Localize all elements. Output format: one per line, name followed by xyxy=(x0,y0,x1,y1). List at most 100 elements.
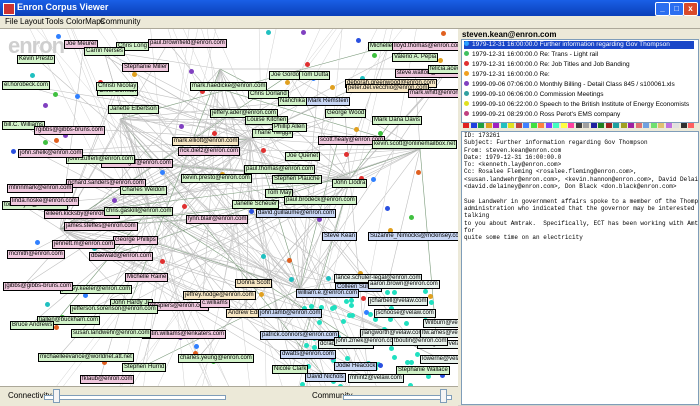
graph-node-dot[interactable] xyxy=(316,319,322,325)
graph-node[interactable]: Stephen Plauche xyxy=(272,175,322,184)
graph-node-dot[interactable] xyxy=(258,292,264,298)
palette-swatch[interactable] xyxy=(463,123,469,128)
email-list-item[interactable]: 1999-09-10 06:22:00.0 Speech to the Brit… xyxy=(464,101,694,109)
graph-node[interactable]: Chris Dorland xyxy=(248,90,289,99)
graph-node-dot[interactable] xyxy=(409,214,415,220)
graph-node[interactable]: peter.del.vecchio@enron.com xyxy=(346,84,430,93)
graph-node[interactable]: justin.williams@lenkaters.com xyxy=(142,330,227,339)
palette-swatch[interactable] xyxy=(538,123,544,128)
graph-node[interactable]: jschoose@velaw.com xyxy=(374,309,436,318)
palette-swatch[interactable] xyxy=(620,123,627,128)
graph-node-dot[interactable] xyxy=(52,91,58,97)
graph-node-dot[interactable] xyxy=(75,94,81,100)
graph-node-dot[interactable] xyxy=(388,228,394,234)
graph-node-dot[interactable] xyxy=(53,324,59,330)
graph-node-dot[interactable] xyxy=(160,170,166,176)
palette-swatch[interactable] xyxy=(613,123,619,128)
graph-node-dot[interactable] xyxy=(378,362,384,368)
graph-node-dot[interactable] xyxy=(425,373,431,379)
graph-node-dot[interactable] xyxy=(356,37,362,43)
graph-node-dot[interactable] xyxy=(367,311,373,317)
graph-node[interactable]: chris.gaskill@enron.com xyxy=(104,207,174,216)
graph-node[interactable]: tjallen@buckham.com xyxy=(37,316,101,325)
graph-node-dot[interactable] xyxy=(35,240,41,246)
graph-node[interactable]: Steve Kean xyxy=(322,232,358,241)
palette-swatch[interactable] xyxy=(605,123,612,128)
graph-node[interactable]: rick.dietz@enron.com xyxy=(178,147,241,156)
graph-node[interactable]: dwatts@enron.com xyxy=(280,350,336,359)
graph-node-dot[interactable] xyxy=(346,312,352,318)
palette-swatch[interactable] xyxy=(635,123,642,128)
graph-node-dot[interactable] xyxy=(44,301,50,307)
graph-node-dot[interactable] xyxy=(338,383,344,386)
email-list-item[interactable]: 1979-12-31 16:00:00.0 Re: xyxy=(464,71,694,79)
graph-node-dot[interactable] xyxy=(309,304,315,310)
palette-swatch[interactable] xyxy=(470,123,477,128)
graph-node-dot[interactable] xyxy=(349,297,355,303)
graph-node-dot[interactable] xyxy=(329,85,335,91)
graph-node-dot[interactable] xyxy=(353,126,359,132)
graph-node-dot[interactable] xyxy=(350,312,356,318)
menu-community[interactable]: Community xyxy=(100,17,141,26)
graph-node-dot[interactable] xyxy=(159,259,165,265)
graph-node-dot[interactable] xyxy=(211,131,217,137)
graph-node[interactable]: Jodie Heacock xyxy=(334,362,378,371)
connectivity-slider[interactable] xyxy=(52,389,60,403)
graph-node[interactable]: mark.whitt@enron.com xyxy=(408,89,458,98)
graph-node-dot[interactable] xyxy=(301,30,307,36)
graph-node-dot[interactable] xyxy=(53,137,59,143)
email-list-item[interactable]: 1979-12-31 16:00:00.0 Further informatio… xyxy=(464,41,694,49)
graph-node[interactable]: Valerio A. Pepia xyxy=(392,53,439,62)
palette-swatch[interactable] xyxy=(500,123,507,128)
email-list-item[interactable]: 1999-09-21 08:29:00.0 Ross Perot's EMS c… xyxy=(464,111,694,119)
graph-node-dot[interactable] xyxy=(181,204,187,210)
palette-swatch[interactable] xyxy=(583,123,589,128)
graph-node[interactable]: c.williams xyxy=(200,299,230,308)
graph-node[interactable]: Stephanie Wallace xyxy=(396,366,450,375)
graph-node[interactable]: william.e.@enron.com xyxy=(296,289,360,298)
graph-node-dot[interactable] xyxy=(131,72,137,78)
menu-colormaps[interactable]: ColorMaps xyxy=(66,17,105,26)
palette-swatch[interactable] xyxy=(560,123,567,128)
graph-node[interactable]: Mark Remstein xyxy=(306,97,351,106)
palette-swatch[interactable] xyxy=(673,123,679,128)
graph-node-dot[interactable] xyxy=(284,80,290,86)
graph-node[interactable]: Janette Elbertson xyxy=(108,105,159,114)
graph-node[interactable]: jennett.m@enron.com xyxy=(52,240,116,249)
palette-swatch[interactable] xyxy=(575,123,582,128)
graph-node[interactable]: linda.noske@enron.com xyxy=(10,197,79,206)
graph-node[interactable]: Charles Weldon xyxy=(120,186,167,195)
graph-node[interactable]: mark.haedicke@enron.com xyxy=(190,82,268,91)
graph-node[interactable]: dbaewald@enron.com xyxy=(89,252,154,261)
graph-node-dot[interactable] xyxy=(331,357,337,363)
minimize-button[interactable]: _ xyxy=(655,2,670,16)
graph-node-dot[interactable] xyxy=(407,382,413,386)
community-slider[interactable] xyxy=(439,389,447,403)
graph-node[interactable]: Joe Quenet xyxy=(285,152,321,161)
palette-swatch[interactable] xyxy=(545,123,552,128)
graph-node[interactable]: susan.landwehr@enron.com xyxy=(71,329,152,338)
graph-node[interactable]: mhintz@velaw.com xyxy=(348,374,404,383)
palette-swatch[interactable] xyxy=(665,123,672,128)
palette-swatch[interactable] xyxy=(568,123,574,128)
graph-node-dot[interactable] xyxy=(304,62,310,68)
graph-node-dot[interactable] xyxy=(260,253,266,259)
graph-node-dot[interactable] xyxy=(288,277,294,282)
color-palette[interactable] xyxy=(461,122,697,130)
graph-node-dot[interactable] xyxy=(43,103,49,109)
graph-node-dot[interactable] xyxy=(193,351,199,357)
graph-node-dot[interactable] xyxy=(344,298,350,304)
graph-node-dot[interactable] xyxy=(63,132,69,138)
palette-swatch[interactable] xyxy=(508,123,514,128)
graph-node[interactable]: felicia.acevedo@enron.com xyxy=(428,65,458,74)
graph-node[interactable]: Donna Scott xyxy=(235,279,273,288)
graph-node-dot[interactable] xyxy=(29,72,35,78)
community-track[interactable] xyxy=(343,395,452,400)
email-list-item[interactable]: 1999-09-06 07:06:00.0 Monthly Billing - … xyxy=(464,81,694,89)
graph-node[interactable]: Christi Nicolay xyxy=(96,82,139,91)
graph-node-dot[interactable] xyxy=(405,360,411,366)
graph-node[interactable]: lloyd.thomas@enron.com xyxy=(392,42,458,51)
graph-node-dot[interactable] xyxy=(391,354,397,360)
graph-node[interactable]: Bruce Andrews xyxy=(10,321,55,330)
palette-swatch[interactable] xyxy=(478,123,484,128)
